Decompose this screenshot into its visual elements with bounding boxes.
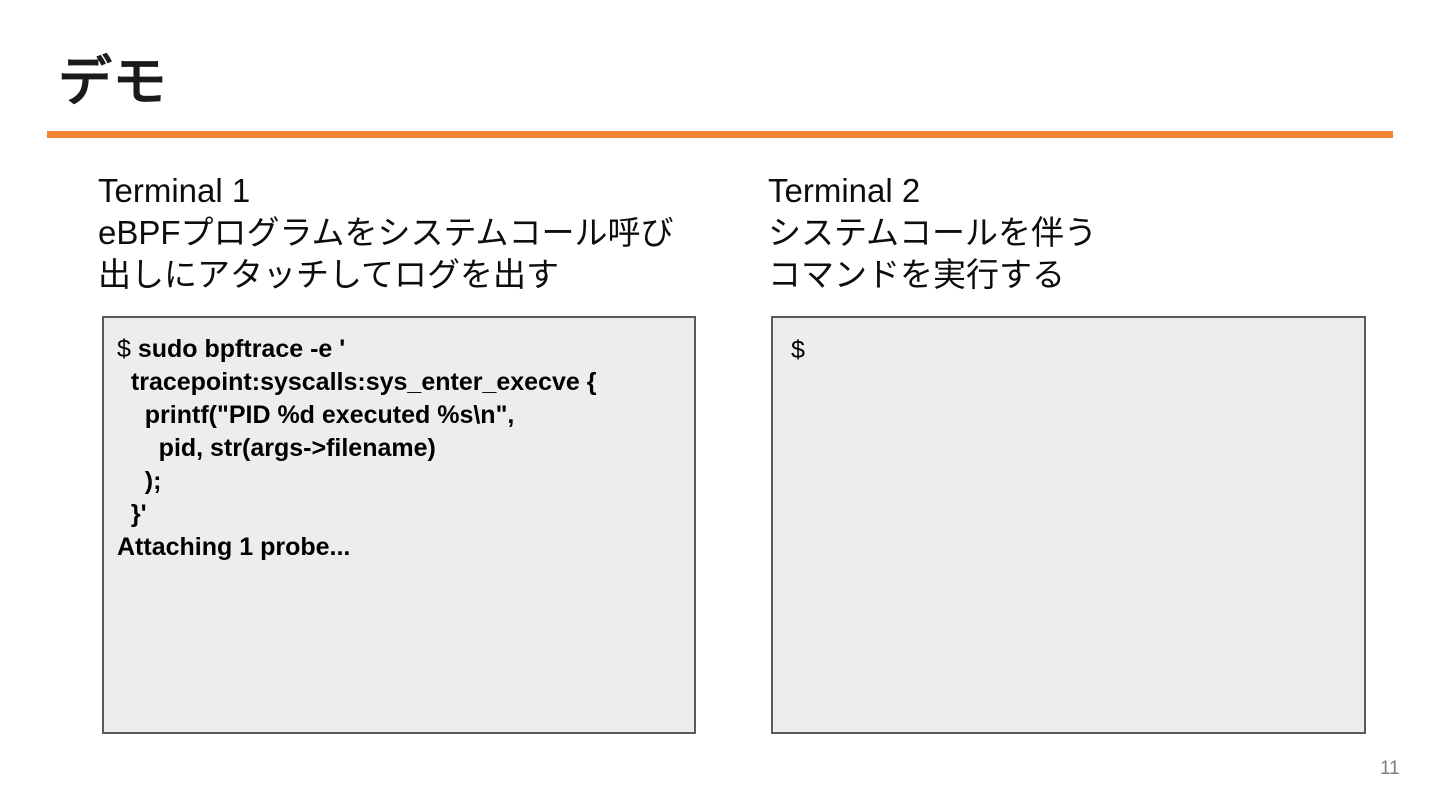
- terminal-1-heading: Terminal 1 eBPFプログラムをシステムコール呼び 出しにアタッチして…: [98, 172, 674, 293]
- terminal-2-heading: Terminal 2 システムコールを伴う コマンドを実行する: [768, 172, 1098, 293]
- terminal-1-window[interactable]: $ sudo bpftrace -e ' tracepoint:syscalls…: [102, 316, 696, 734]
- page-title: デモ: [58, 52, 167, 112]
- terminal-1-output: $ sudo bpftrace -e ' tracepoint:syscalls…: [117, 333, 688, 564]
- terminal-2-window[interactable]: $: [771, 316, 1366, 734]
- page-number: 11: [1380, 758, 1400, 779]
- title-divider-rule: [47, 131, 1393, 138]
- terminal-2-prompt-symbol: $: [791, 336, 805, 364]
- terminal-1-prompt-symbol: $: [117, 335, 131, 363]
- terminal-1-command-text: sudo bpftrace -e ' tracepoint:syscalls:s…: [117, 335, 597, 561]
- terminal-2-output: $: [791, 334, 1358, 367]
